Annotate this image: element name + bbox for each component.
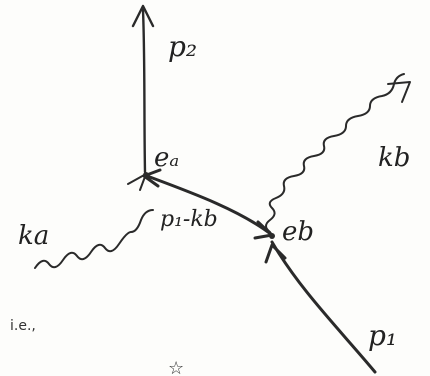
star-mark: ☆ (168, 358, 184, 376)
label-eb: eb (282, 217, 314, 247)
vertex-a (143, 172, 149, 178)
label-kb-top: kb (378, 143, 410, 173)
photon-kb (265, 73, 411, 233)
label-p1: p₁ (368, 319, 397, 352)
label-p1-minus-kb: p₁-kb (160, 207, 218, 232)
label-p2: p₂ (168, 30, 197, 63)
vertex-b (269, 233, 275, 239)
text-ie: i.e., (10, 318, 36, 334)
label-ea: eₐ (154, 143, 179, 173)
electron-line-p2 (131, 4, 155, 174)
electron-line-p1 (264, 240, 377, 374)
label-ka: ka (18, 221, 49, 251)
photon-ka (34, 173, 154, 269)
